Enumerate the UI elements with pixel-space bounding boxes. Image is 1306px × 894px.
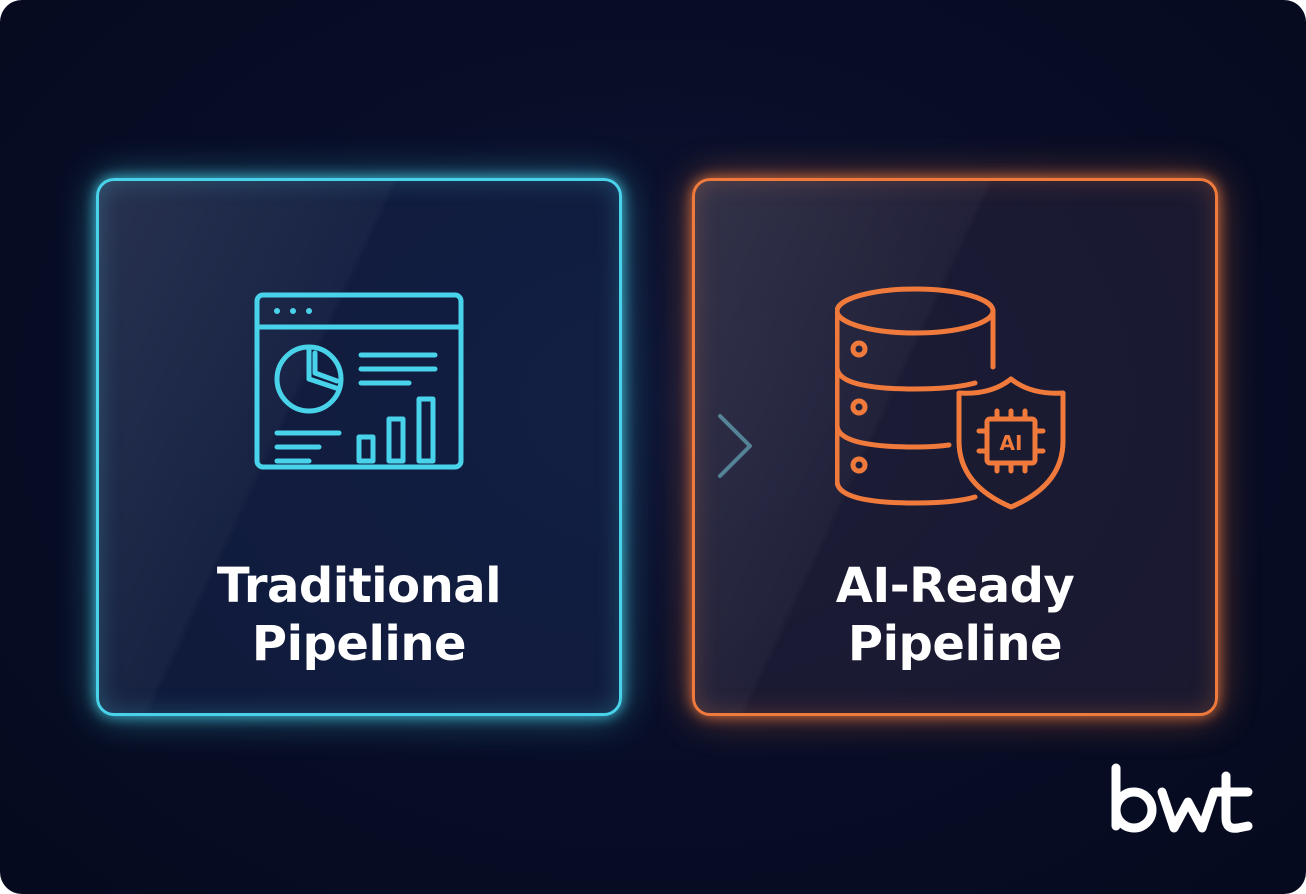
- traditional-pipeline-line2: Pipeline: [251, 616, 467, 672]
- dashboard-window-icon: [99, 281, 619, 481]
- database-ai-shield-icon: AI: [695, 281, 1215, 521]
- bwt-logo: bwt: [1108, 762, 1258, 842]
- traditional-pipeline-card: Traditional Pipeline: [96, 178, 622, 716]
- ai-ready-pipeline-line1: AI-Ready: [835, 558, 1075, 614]
- shield-ai-text: AI: [1000, 431, 1023, 455]
- traditional-pipeline-label: Traditional Pipeline: [99, 557, 619, 673]
- traditional-pipeline-line1: Traditional: [216, 558, 502, 614]
- ai-ready-pipeline-label: AI-Ready Pipeline: [695, 557, 1215, 673]
- ai-ready-pipeline-line2: Pipeline: [847, 616, 1063, 672]
- ai-ready-pipeline-card: AI AI-Ready Pipeline: [692, 178, 1218, 716]
